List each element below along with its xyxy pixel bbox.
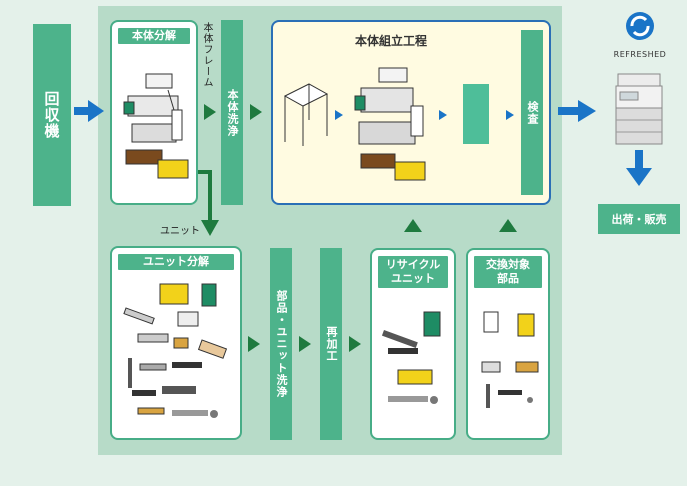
- small-arrow-1: [335, 110, 343, 120]
- unit-label: ユニット: [160, 226, 200, 237]
- body-assembly-title: 本体組立工程: [354, 34, 427, 48]
- parts-unit-wash-label: 部品・ユニット洗浄: [275, 290, 288, 398]
- arrow-to-rework: [299, 336, 311, 352]
- arrow-to-recycle-unit: [349, 336, 361, 352]
- unit-parts-icon: [123, 283, 228, 418]
- refreshed-text: REFRESHED: [613, 50, 667, 59]
- inspection-bar: 検査: [521, 30, 543, 195]
- blue-arrow-in: [74, 100, 104, 122]
- body-assembly-box: 本体組立工程 検査: [271, 20, 551, 205]
- disassembled-copier-icon: [123, 73, 189, 179]
- recovery-box: 回収機: [33, 24, 71, 206]
- arrow-up-replacement: [499, 219, 517, 232]
- recycle-parts-icon: [381, 311, 441, 404]
- inspection-label: 検査: [526, 100, 539, 125]
- replacement-parts-card: 交換対象 部品: [466, 248, 550, 440]
- recycle-unit-title: リサイクル ユニット: [378, 256, 448, 288]
- arrow-up-recycle: [404, 219, 422, 232]
- body-disassembly-title: 本体分解: [118, 28, 190, 44]
- shipment-box: 出荷・販売: [598, 204, 680, 234]
- replacement-parts-icon: [481, 311, 539, 408]
- recovery-label: 回収機: [42, 91, 61, 139]
- rework-label: 再加工: [325, 326, 338, 362]
- copier-icon: [615, 73, 663, 145]
- refreshed-logo-icon: [626, 12, 654, 40]
- body-wash-label: 本体洗浄: [226, 88, 239, 137]
- body-frame-label-wrap: 本体フレーム: [199, 22, 217, 102]
- finished-copier-icon: [463, 84, 489, 144]
- unit-connector-arrow: [198, 170, 219, 236]
- body-disassembly-card: 本体分解: [110, 20, 198, 205]
- arrow-to-parts-wash: [248, 336, 260, 352]
- unit-disassembly-title: ユニット分解: [118, 254, 234, 270]
- arrow-to-assembly: [250, 104, 262, 120]
- small-arrow-3: [506, 110, 514, 120]
- blue-arrow-out: [558, 100, 596, 122]
- body-frame-label: 本体フレーム: [201, 22, 212, 88]
- parts-unit-wash-bar: 部品・ユニット洗浄: [270, 248, 292, 440]
- replacement-parts-title: 交換対象 部品: [474, 256, 542, 288]
- small-arrow-2: [439, 110, 447, 120]
- assembled-copier-icon: [354, 67, 426, 181]
- shipment-label: 出荷・販売: [611, 213, 667, 226]
- body-wash-bar: 本体洗浄: [221, 20, 243, 205]
- unit-disassembly-card: ユニット分解: [110, 246, 242, 440]
- frame-icon: [283, 83, 329, 146]
- arrow-to-body-wash: [204, 104, 216, 120]
- recycle-unit-card: リサイクル ユニット: [370, 248, 456, 440]
- blue-arrow-down: [626, 150, 652, 186]
- rework-bar: 再加工: [320, 248, 342, 440]
